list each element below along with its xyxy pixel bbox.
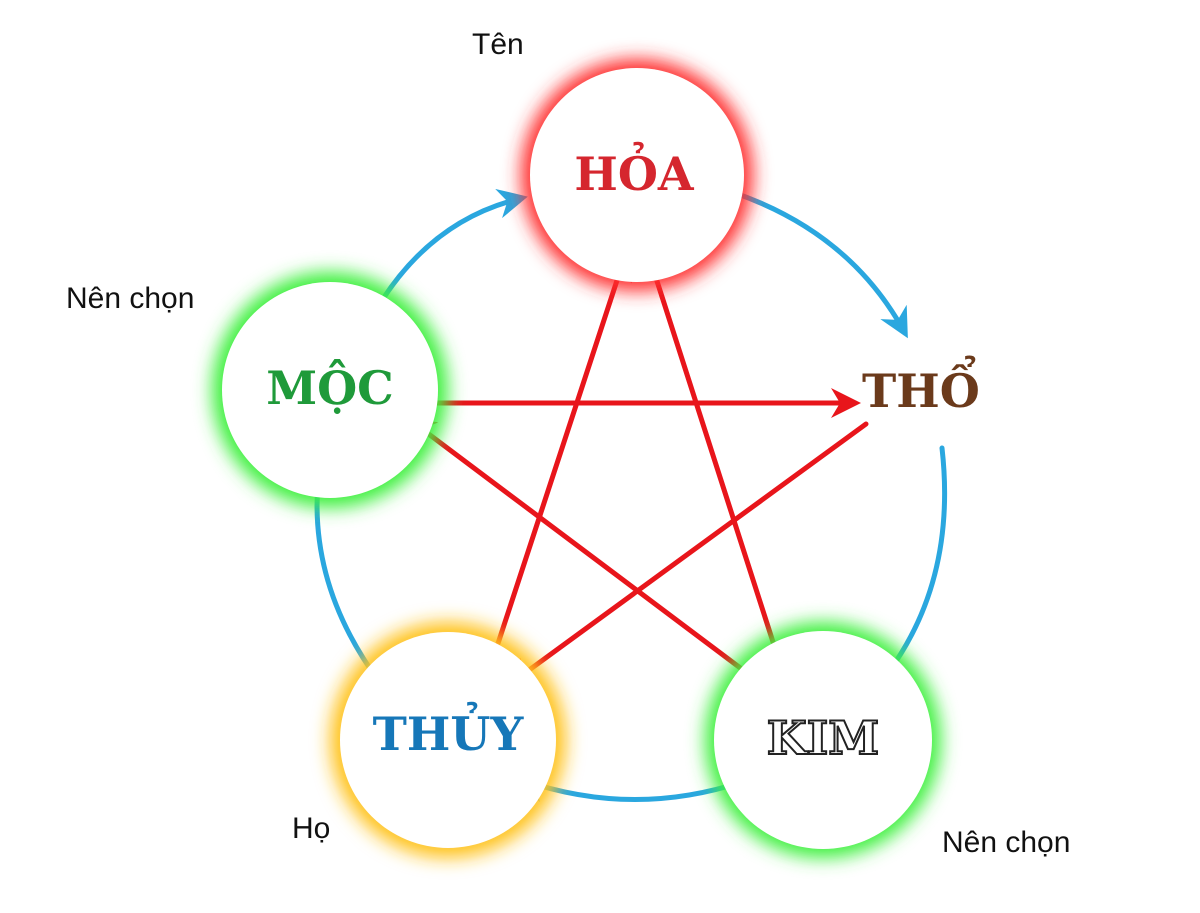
- hoa-label: HỎA: [574, 140, 695, 201]
- tho-label: THỔ: [862, 354, 980, 418]
- node-thuy: THỦY: [330, 622, 566, 858]
- arrow-hoa-to-tho: [729, 189, 908, 339]
- node-kim: KIM: [705, 622, 941, 858]
- thuy-label: THỦY: [373, 700, 525, 761]
- hoa-circle: [530, 68, 744, 282]
- node-moc: MỘC: [212, 272, 448, 508]
- arrow-hoa-to-kim: [644, 247, 789, 676]
- annotation-nen-chon-right: Nên chọn: [942, 826, 1070, 859]
- node-tho: THỔ: [862, 354, 980, 418]
- kim-label: KIM: [767, 711, 879, 765]
- annotation-ho: Họ: [292, 812, 330, 845]
- annotation-nen-chon-left: Nên chọn: [66, 282, 194, 315]
- annotation-ten: Tên: [472, 28, 524, 61]
- controlling-star: [405, 247, 869, 691]
- node-hoa: HỎA: [521, 59, 753, 291]
- kim-circle: [714, 631, 932, 849]
- arrow-tho-to-thuy: [505, 421, 869, 688]
- arrow-thuy-to-hoa: [484, 250, 632, 680]
- moc-circle: [222, 282, 438, 498]
- thuy-circle: [340, 632, 556, 848]
- moc-label: MỘC: [266, 358, 394, 415]
- arrow-kim-to-moc: [405, 416, 770, 691]
- generating-cycle: [303, 188, 948, 803]
